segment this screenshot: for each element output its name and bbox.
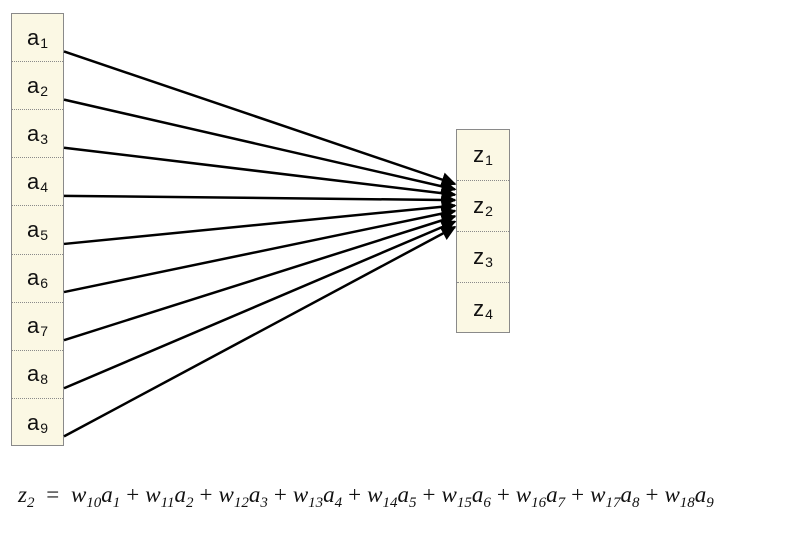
input-layer: a1 a2 a3 a4 a5 a6 a7 a8 a9 (11, 13, 64, 446)
input-node-label: a4 (26, 168, 49, 195)
input-node-9: a9 (12, 399, 63, 447)
equals-sign: = (46, 482, 60, 507)
input-node-2: a2 (12, 62, 63, 111)
equation-term: w11a2 (145, 482, 194, 511)
equation-term: w18a9 (664, 482, 714, 511)
equation-term: w13a4 (292, 482, 343, 511)
connection-arrow-7 (63, 213, 457, 342)
plus-sign: + (273, 482, 287, 507)
input-node-4: a4 (12, 158, 63, 207)
input-node-label: a5 (26, 216, 49, 243)
connection-arrow-6 (63, 206, 457, 294)
input-node-label: a7 (26, 313, 49, 340)
equation-term: w16a7 (515, 482, 566, 511)
equation-term: w17a8 (590, 482, 640, 511)
output-node-1: z1 (457, 130, 509, 181)
input-node-label: a8 (26, 361, 49, 388)
output-layer: z1 z2 z3 z4 (456, 129, 510, 333)
plus-sign: + (496, 482, 510, 507)
output-node-label: z1 (473, 142, 493, 168)
output-node-4: z4 (457, 283, 509, 334)
input-node-7: a7 (12, 303, 63, 351)
input-node-5: a5 (12, 206, 63, 255)
output-node-3: z3 (457, 232, 509, 283)
plus-sign: + (199, 482, 213, 507)
output-node-2: z2 (457, 181, 509, 232)
weighted-sum-equation: z2 = w10a1+w11a2+w12a3+w13a4+w14a5+w15a6… (18, 482, 788, 512)
connection-arrow-3 (63, 146, 457, 201)
input-node-label: a1 (26, 24, 49, 51)
equation-term: w10a1 (70, 482, 121, 511)
connection-arrow-5 (63, 199, 457, 246)
input-node-3: a3 (12, 110, 63, 159)
output-node-label: z4 (473, 295, 493, 322)
output-node-label: z2 (473, 193, 493, 219)
input-node-label: a9 (26, 409, 49, 436)
input-node-1: a1 (12, 14, 63, 63)
connection-arrow-2 (63, 98, 457, 194)
input-node-8: a8 (12, 351, 63, 399)
connection-arrow-1 (63, 50, 457, 187)
input-node-6: a6 (12, 255, 63, 303)
equation-lhs: z2 (18, 482, 35, 511)
input-node-label: a6 (26, 265, 49, 292)
equation-term: w12a3 (218, 482, 268, 511)
input-node-label: a2 (26, 72, 49, 99)
output-node-label: z3 (473, 244, 493, 270)
plus-sign: + (126, 482, 140, 507)
equation-term: w15a6 (441, 482, 491, 511)
plus-sign: + (422, 482, 436, 507)
connection-arrow-9 (63, 225, 457, 438)
plus-sign: + (645, 482, 659, 507)
plus-sign: + (571, 482, 585, 507)
input-node-label: a3 (26, 120, 49, 147)
equation-terms: w10a1+w11a2+w12a3+w13a4+w14a5+w15a6+w16a… (70, 482, 714, 511)
connection-arrow-4 (63, 192, 457, 208)
equation-term: w14a5 (367, 482, 417, 511)
connection-arrow-8 (63, 220, 457, 390)
plus-sign: + (348, 482, 362, 507)
